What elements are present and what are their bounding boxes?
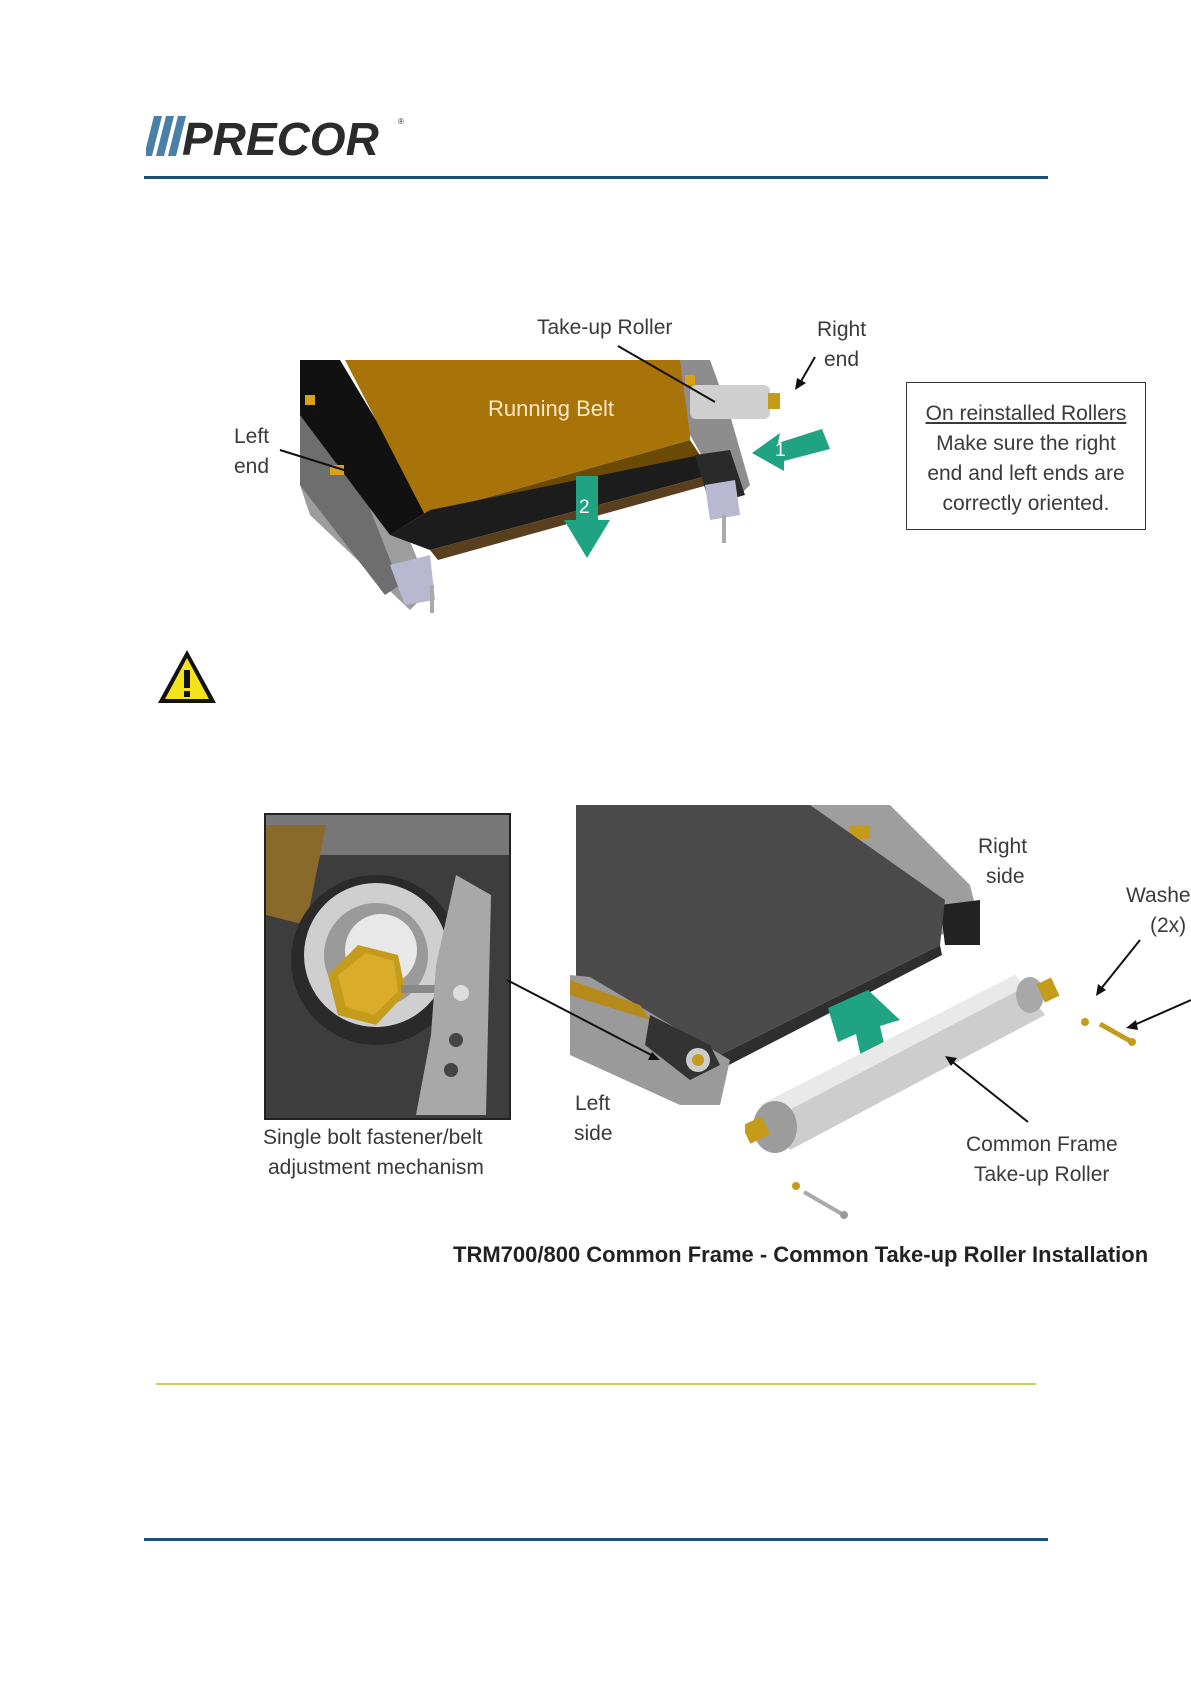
washer-label-2: (2x): [1150, 914, 1187, 937]
inset-caption-1: Single bolt fastener/belt: [263, 1126, 483, 1149]
note-line-3: correctly oriented.: [942, 492, 1110, 515]
washer-label-1: Washe: [1126, 884, 1191, 907]
take-up-roller-label: Take-up Roller: [537, 316, 673, 339]
step-1-number: 1: [775, 440, 786, 461]
inset-caption-2: adjustment mechanism: [268, 1156, 484, 1179]
footer-rule: [144, 1538, 1048, 1541]
left-end-label-1: Left: [234, 425, 270, 448]
arrow-step-1: [752, 425, 832, 475]
left-side-label-1: Left: [575, 1092, 611, 1115]
header-rule: [144, 176, 1048, 179]
left-bolt-and-washer: [790, 1180, 850, 1220]
right-bolt-and-washer: [1080, 1010, 1140, 1050]
left-side-label-2: side: [574, 1122, 613, 1145]
right-side-label-1: Right: [978, 835, 1028, 858]
right-end-label-2: end: [824, 348, 860, 371]
right-end-label-1: Right: [817, 318, 867, 341]
note-line-1: Make sure the right: [936, 432, 1116, 455]
note-title: On reinstalled Rollers: [925, 402, 1127, 425]
right-side-label-2: side: [986, 865, 1025, 888]
svg-text:®: ®: [398, 117, 404, 126]
figure2-callout-lines: [506, 939, 1191, 1123]
treadmill-belt-illustration: [290, 355, 850, 630]
roller-label-1: Common Frame: [966, 1133, 1118, 1156]
brand-text: PRECOR: [182, 113, 379, 165]
common-take-up-roller: [741, 975, 1065, 1175]
figure-caption: TRM700/800 Common Frame - Common Take-up…: [453, 1242, 1149, 1267]
treadmill-frame-illustration: [570, 805, 1040, 1105]
warning-triangle-icon: [156, 648, 218, 706]
arrow-step-2: [564, 476, 610, 558]
figure1-callout-lines: [279, 345, 816, 476]
note-line-2: end and left ends are: [927, 462, 1125, 485]
roller-label-2: Take-up Roller: [974, 1163, 1110, 1186]
precor-logo: PRECOR ®: [144, 112, 406, 168]
running-belt-label: Running Belt: [488, 396, 614, 421]
section-divider: [156, 1383, 1036, 1385]
step-2-number: 2: [579, 497, 590, 518]
bolt-mechanism-inset: [264, 813, 511, 1120]
reinstall-note-box: On reinstalled Rollers Make sure the rig…: [906, 382, 1146, 530]
left-end-label-2: end: [234, 455, 270, 478]
